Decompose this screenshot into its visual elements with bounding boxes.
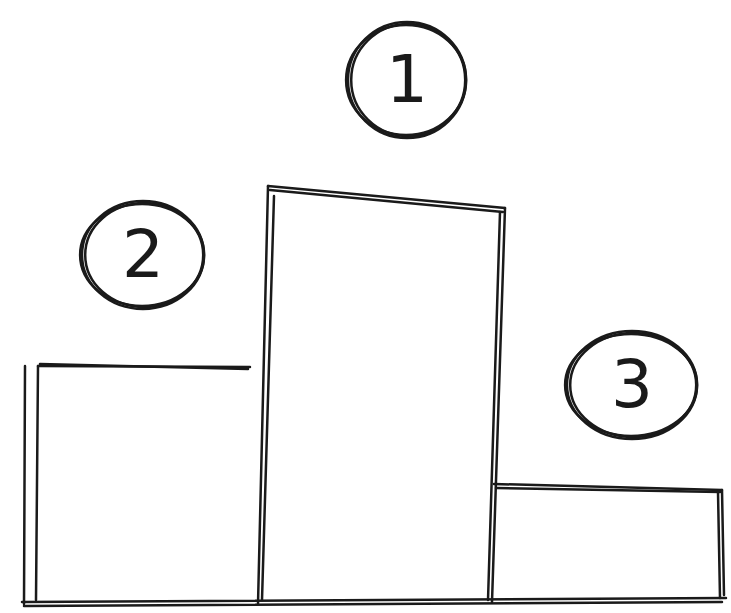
place-circle: 2 xyxy=(79,199,207,311)
place-number: 3 xyxy=(611,352,653,418)
place-circle: 1 xyxy=(345,20,469,140)
place-number: 2 xyxy=(122,222,164,288)
place-circle: 3 xyxy=(564,329,700,441)
place-number: 1 xyxy=(386,47,428,113)
